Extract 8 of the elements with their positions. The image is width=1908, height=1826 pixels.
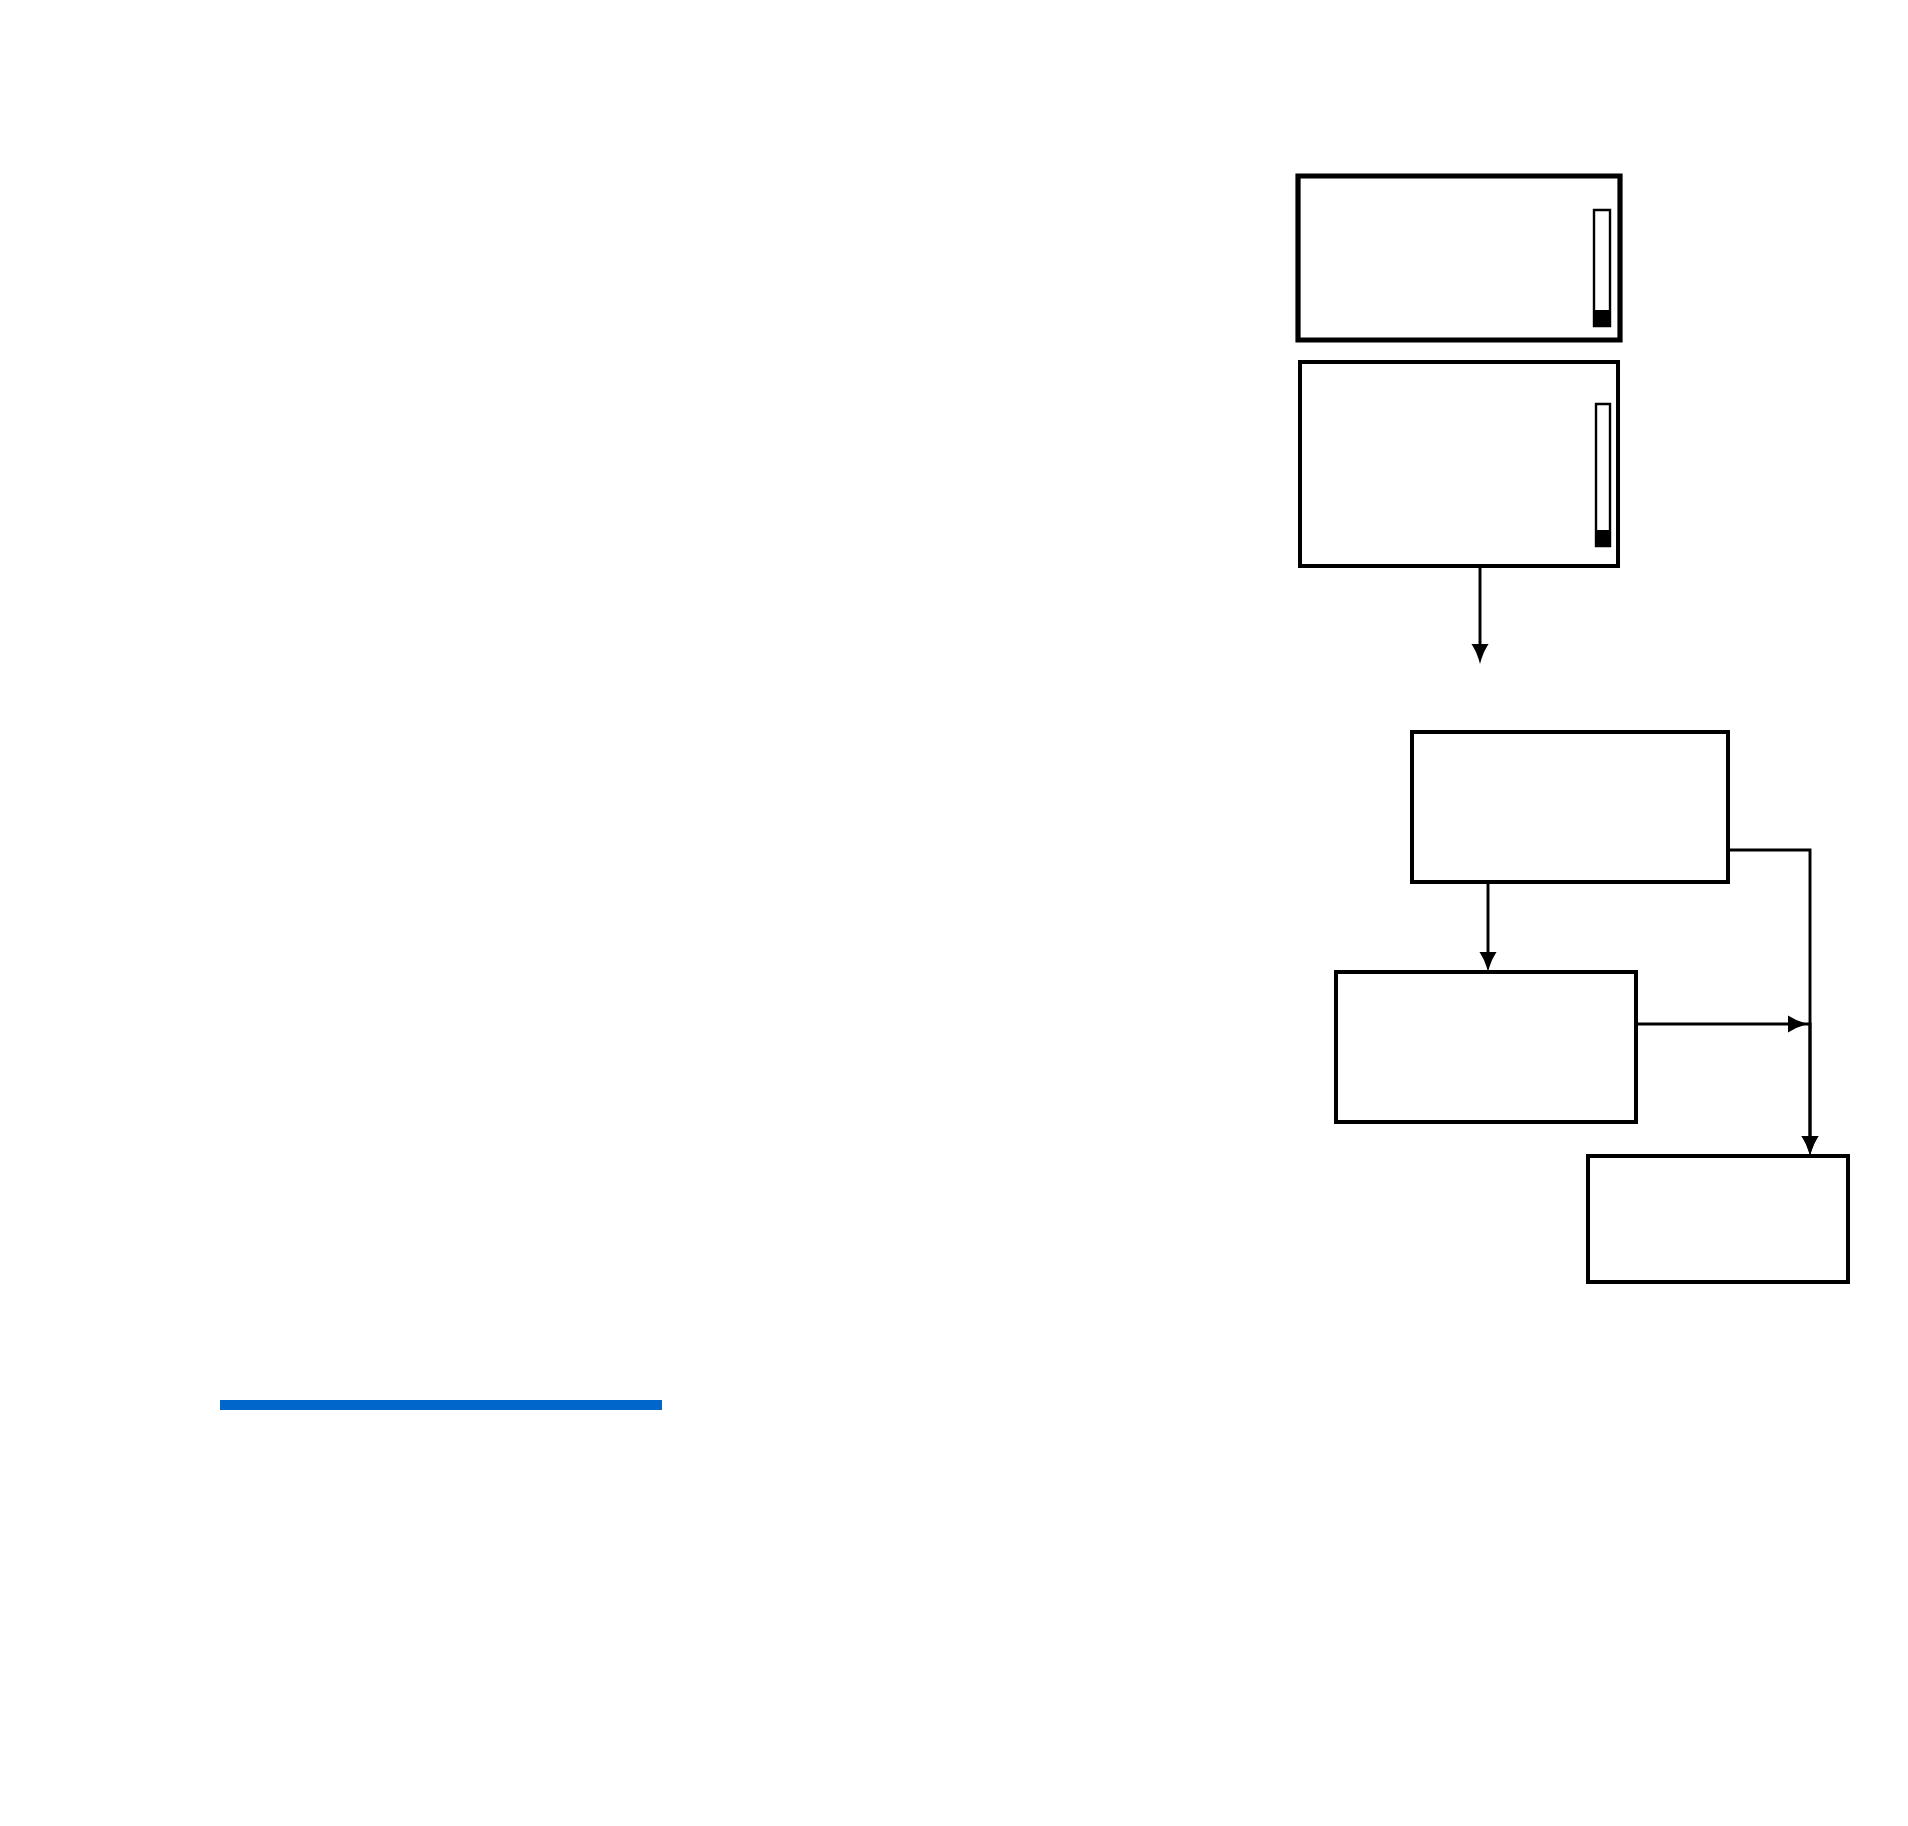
arrow (1480, 882, 1496, 969)
arrow (1636, 1016, 1818, 1153)
process-box (1410, 730, 1730, 884)
window-box (1298, 360, 1620, 568)
window-box (1295, 173, 1623, 343)
process-box (1586, 1154, 1850, 1284)
process-box (1334, 970, 1638, 1124)
arrow (1472, 566, 1488, 661)
